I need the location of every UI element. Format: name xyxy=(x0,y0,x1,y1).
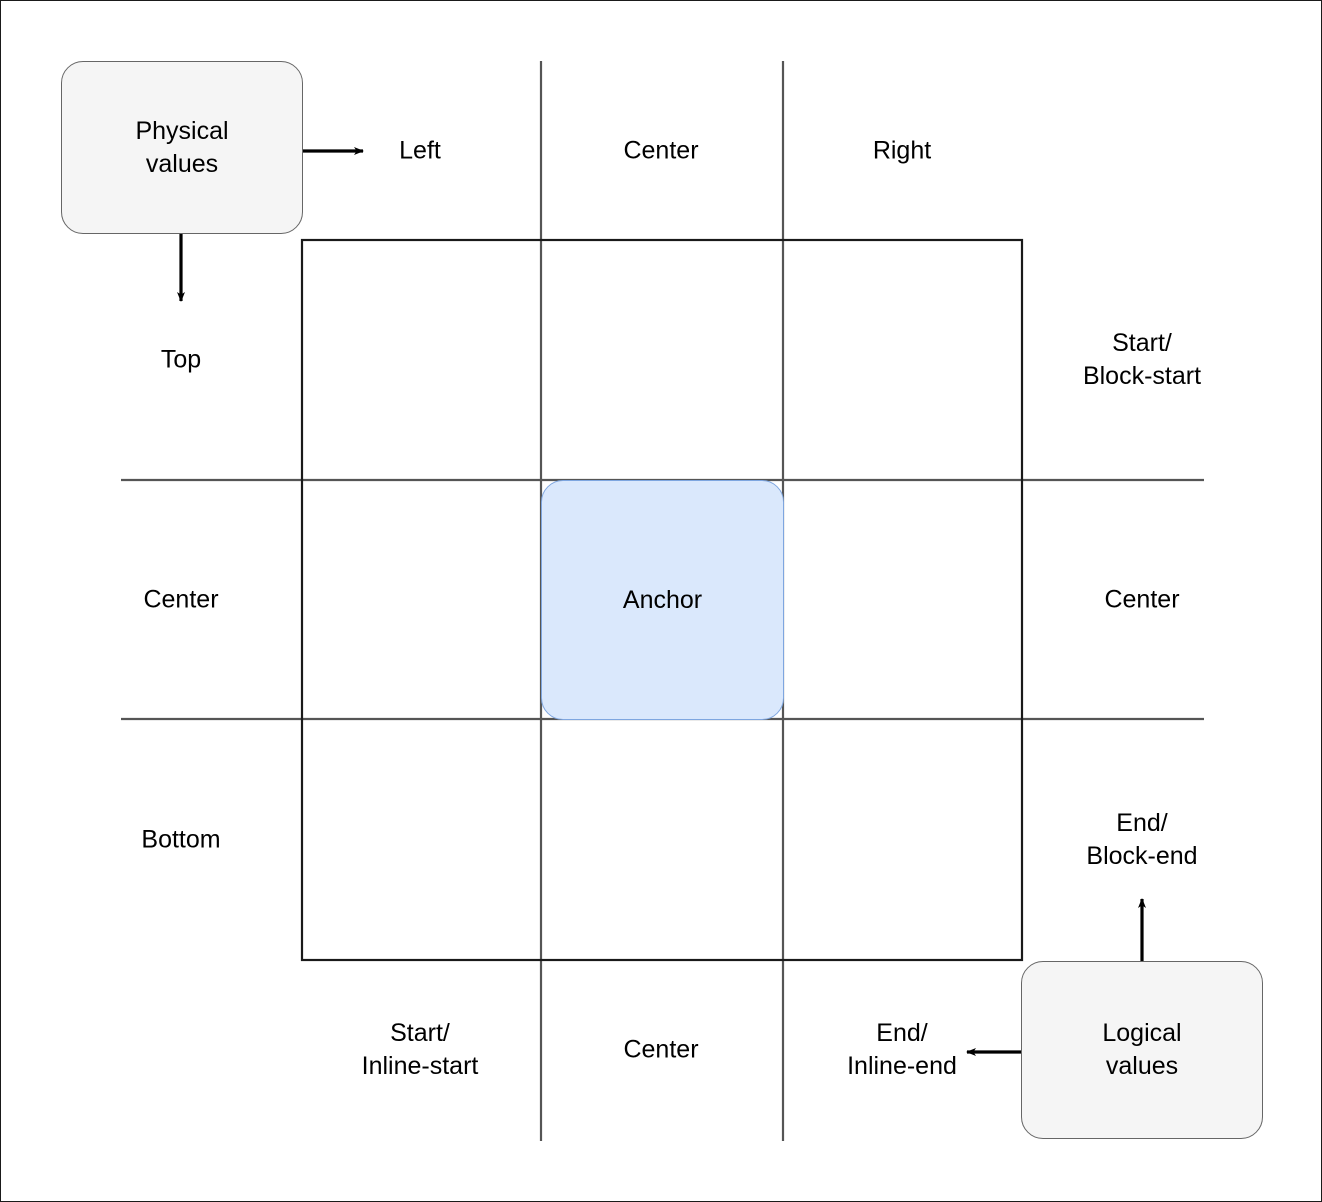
label-right-center: Center xyxy=(1104,585,1180,614)
anchor-label: Anchor xyxy=(622,585,703,614)
label-left-bottom: Bottom xyxy=(141,825,221,854)
label-right-block-end: End/ Block-end xyxy=(1086,809,1198,870)
label-top-right: Right xyxy=(872,136,932,165)
label-bottom-inline-end: End/ Inline-end xyxy=(847,1019,957,1080)
physical-values-label: Physical values xyxy=(135,116,229,178)
label-left-top: Top xyxy=(160,345,202,374)
label-top-left: Left xyxy=(399,136,441,165)
label-right-block-start: Start/ Block-start xyxy=(1082,329,1202,390)
anchor-box[interactable]: Anchor xyxy=(541,480,784,720)
logical-values-box[interactable]: Logical values xyxy=(1021,961,1263,1139)
physical-values-box[interactable]: Physical values xyxy=(61,61,303,234)
logical-values-label: Logical values xyxy=(1102,1019,1182,1080)
label-top-center: Center xyxy=(623,136,699,165)
label-left-center: Center xyxy=(143,585,219,614)
label-bottom-center: Center xyxy=(623,1035,699,1064)
label-bottom-inline-start: Start/ Inline-start xyxy=(361,1019,479,1080)
